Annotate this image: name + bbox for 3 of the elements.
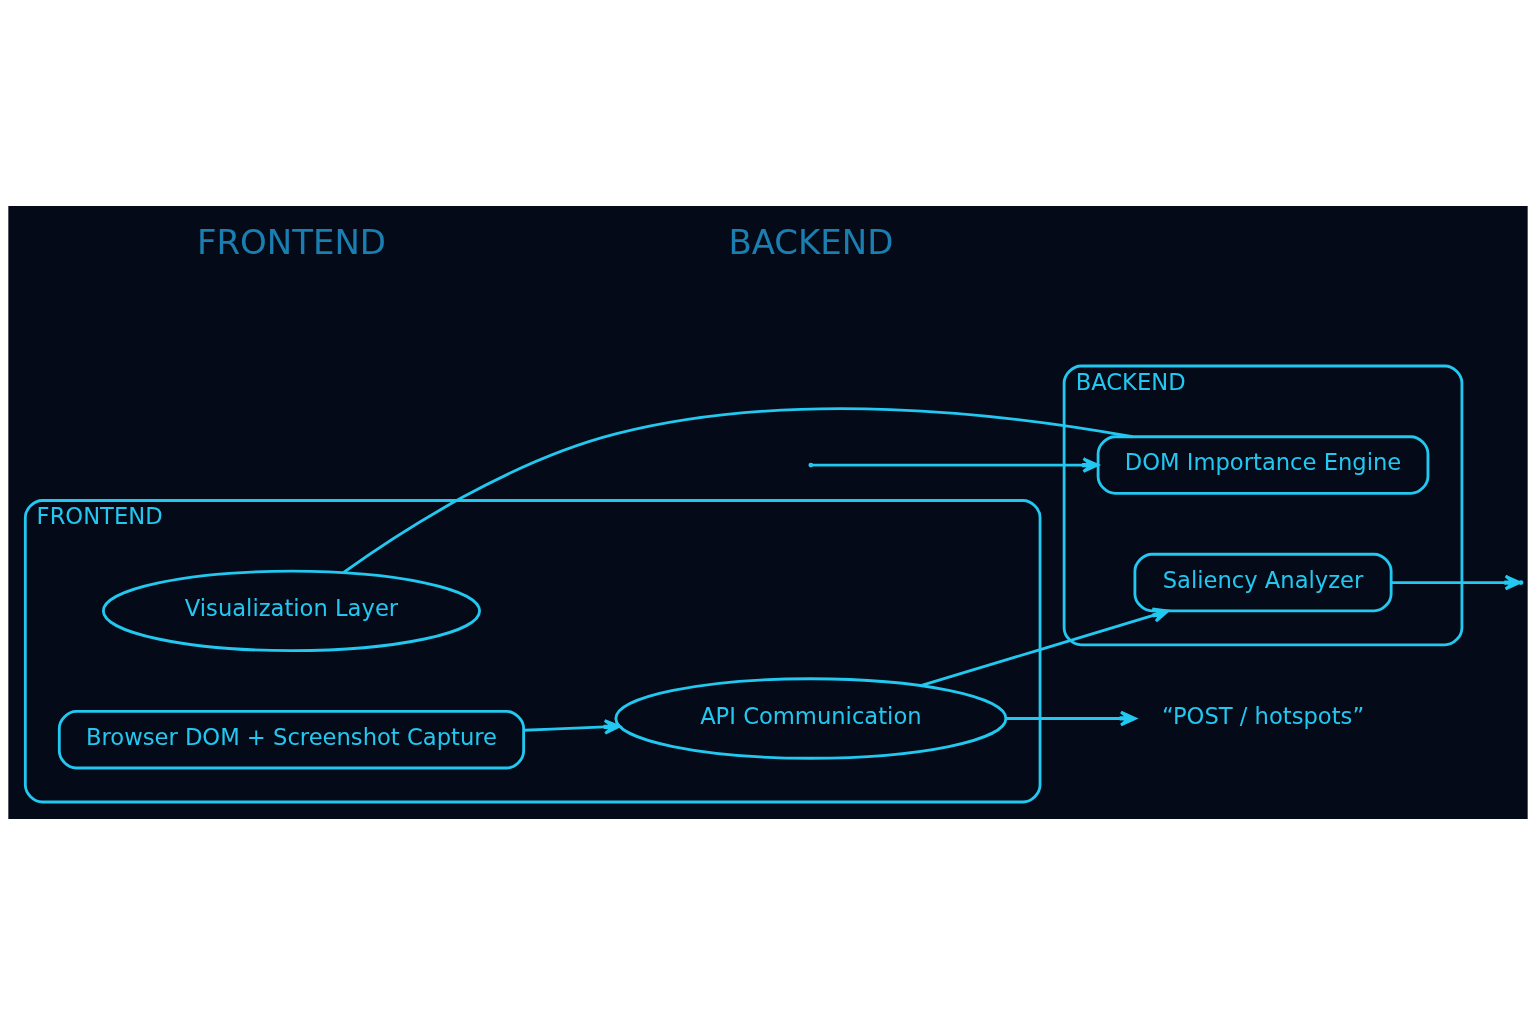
- node-text: “POST / hotspots”: [1161, 702, 1365, 729]
- label: FRONTEND: [196, 221, 387, 262]
- label: BACKEND: [728, 221, 894, 262]
